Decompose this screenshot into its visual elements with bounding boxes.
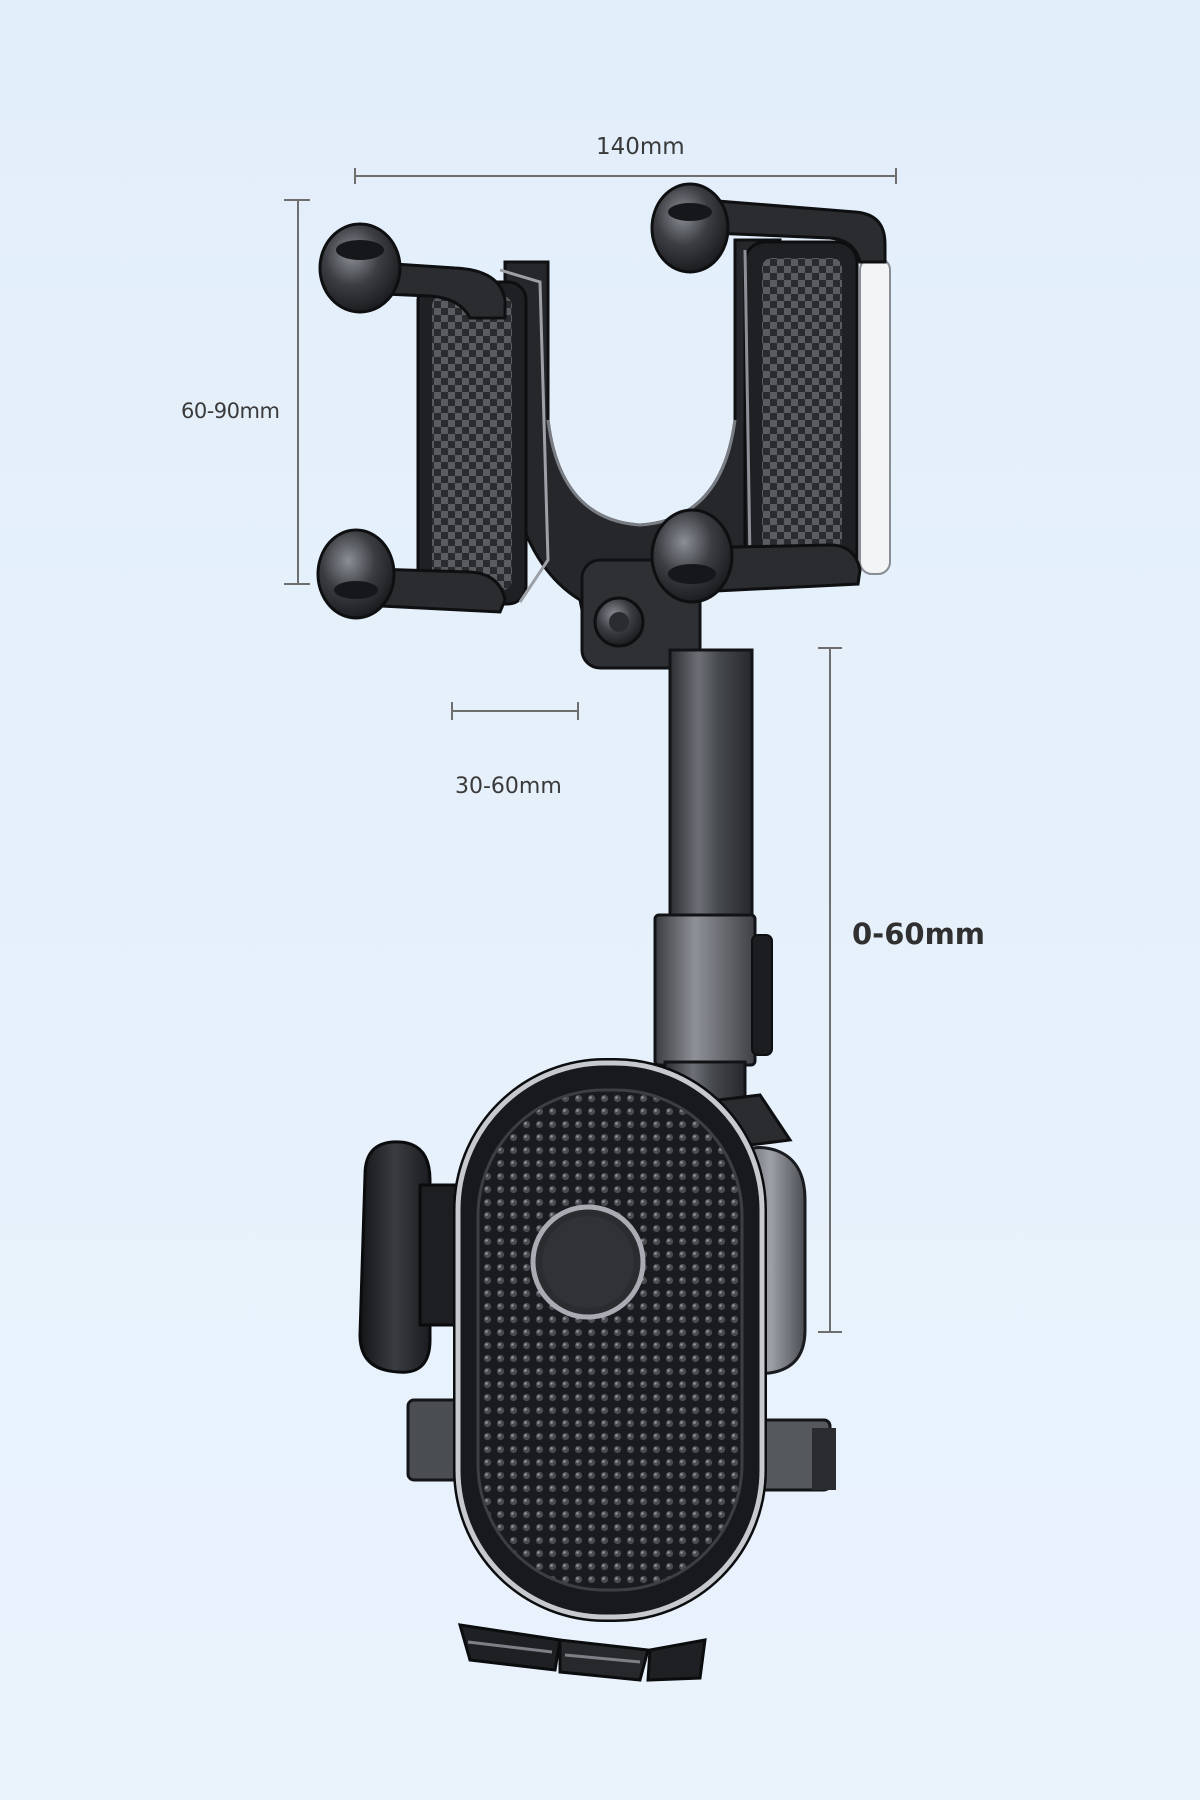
clamp-height-dimension-label: 60-90mm — [181, 399, 280, 423]
clamp-depth-dimension-label: 30-60mm — [455, 774, 562, 799]
extension-dimension-label: 0-60mm — [852, 917, 986, 951]
phone-cradle — [358, 1058, 836, 1682]
mirror-clamp — [316, 182, 891, 670]
dimension-lines — [284, 168, 897, 1333]
width-dimension-label: 140mm — [596, 134, 685, 160]
